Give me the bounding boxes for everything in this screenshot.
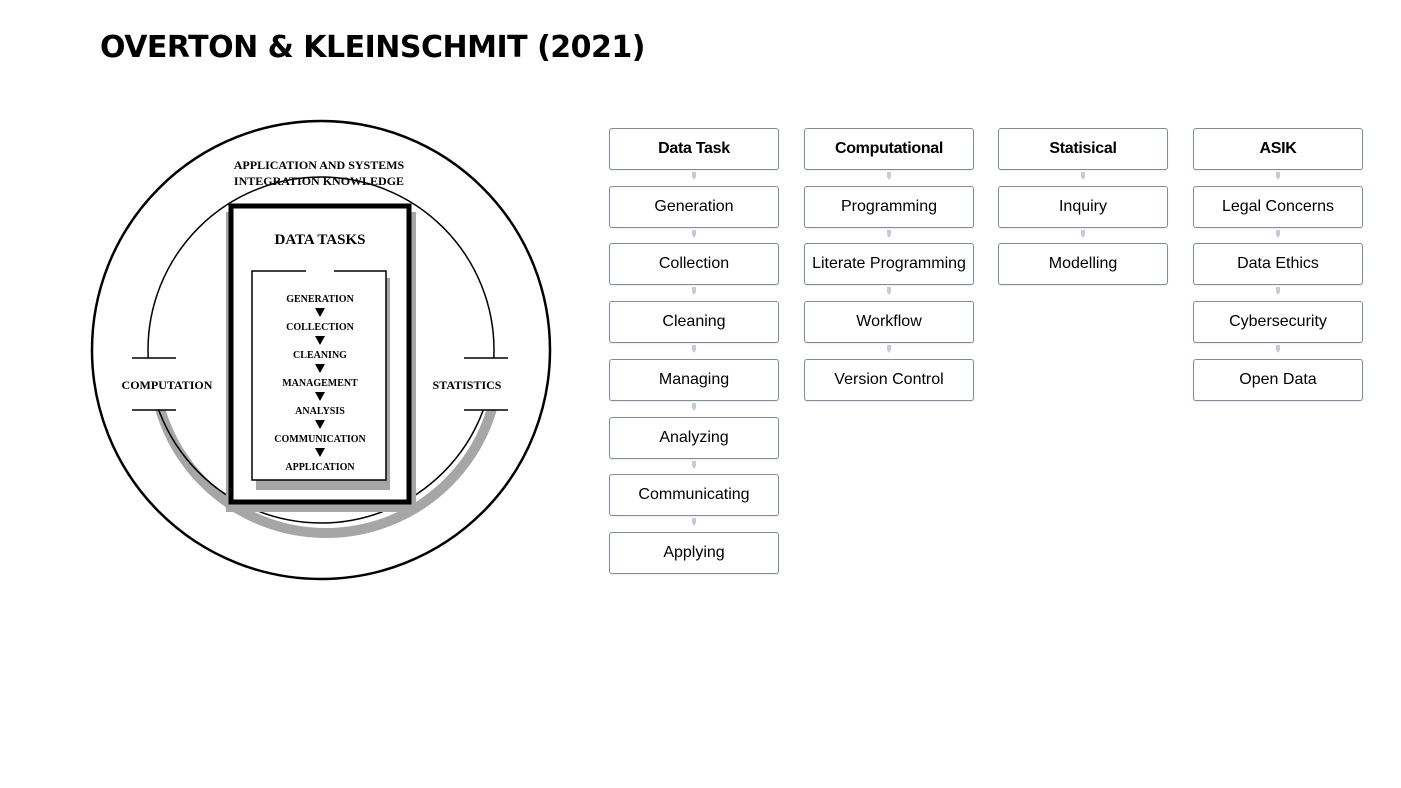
connector-arrow-icon bbox=[692, 287, 696, 295]
column-item: Applying bbox=[609, 532, 779, 574]
column-item: Collection bbox=[609, 243, 779, 285]
column-header: Data Task bbox=[609, 128, 779, 170]
column-item: Cleaning bbox=[609, 301, 779, 343]
step-arrow bbox=[315, 336, 325, 345]
column-item: Programming bbox=[804, 186, 974, 228]
computation-bar-mask bbox=[132, 358, 178, 410]
statistics-label: STATISTICS bbox=[433, 378, 502, 392]
connector-arrow-icon bbox=[887, 172, 891, 180]
step-application: APPLICATION bbox=[285, 462, 355, 473]
column-item: Literate Programming bbox=[804, 243, 974, 285]
statistics-bar-mask bbox=[464, 358, 510, 410]
connector-arrow-icon bbox=[692, 345, 696, 353]
column-item: Legal Concerns bbox=[1193, 186, 1363, 228]
step-generation: GENERATION bbox=[286, 294, 354, 305]
connector-arrow-icon bbox=[1276, 345, 1280, 353]
step-collection: COLLECTION bbox=[286, 322, 355, 333]
step-arrow bbox=[315, 420, 325, 429]
outer-label-line1: APPLICATION AND SYSTEMS bbox=[234, 158, 405, 172]
step-arrow bbox=[315, 392, 325, 401]
step-analysis: ANALYSIS bbox=[295, 406, 345, 417]
column-item: Communicating bbox=[609, 474, 779, 516]
connector-arrow-icon bbox=[887, 230, 891, 238]
connector-arrow-icon bbox=[1081, 230, 1085, 238]
column-header: Computational bbox=[804, 128, 974, 170]
step-communication: COMMUNICATION bbox=[274, 434, 366, 445]
connector-arrow-icon bbox=[1081, 172, 1085, 180]
data-tasks-title: DATA TASKS bbox=[274, 232, 365, 248]
column-header: Statisical bbox=[998, 128, 1168, 170]
connector-arrow-icon bbox=[692, 403, 696, 411]
connector-arrow-icon bbox=[887, 287, 891, 295]
step-arrow bbox=[315, 308, 325, 317]
step-arrow bbox=[315, 448, 325, 457]
steps-box bbox=[251, 270, 387, 481]
column-item: Modelling bbox=[998, 243, 1168, 285]
connector-arrow-icon bbox=[887, 345, 891, 353]
inner-ring bbox=[147, 176, 495, 524]
connector-arrow-icon bbox=[692, 230, 696, 238]
step-management: MANAGEMENT bbox=[282, 378, 358, 389]
data-science-competency-diagram: APPLICATION AND SYSTEMS INTEGRATION KNOW… bbox=[80, 108, 570, 598]
column-item: Inquiry bbox=[998, 186, 1168, 228]
step-arrow bbox=[315, 364, 325, 373]
connector-arrow-icon bbox=[692, 518, 696, 526]
connector-arrow-icon bbox=[1276, 287, 1280, 295]
slide-title: OVERTON & KLEINSCHMIT (2021) bbox=[100, 30, 645, 65]
column-item: Generation bbox=[609, 186, 779, 228]
column-item: Data Ethics bbox=[1193, 243, 1363, 285]
column-item: Version Control bbox=[804, 359, 974, 401]
column-item: Workflow bbox=[804, 301, 974, 343]
connector-arrow-icon bbox=[1276, 172, 1280, 180]
column-item: Managing bbox=[609, 359, 779, 401]
connector-arrow-icon bbox=[692, 172, 696, 180]
column-item: Cybersecurity bbox=[1193, 301, 1363, 343]
column-item: Analyzing bbox=[609, 417, 779, 459]
connector-arrow-icon bbox=[692, 461, 696, 469]
step-cleaning: CLEANING bbox=[293, 350, 347, 361]
data-task-steps: GENERATION COLLECTION CLEANING MANAGEMENT AN… bbox=[274, 294, 366, 473]
connector-arrow-icon bbox=[1276, 230, 1280, 238]
column-header: ASIK bbox=[1193, 128, 1363, 170]
column-item: Open Data bbox=[1193, 359, 1363, 401]
outer-label-line2: INTEGRATION KNOWLEDGE bbox=[234, 174, 404, 188]
computation-label: COMPUTATION bbox=[122, 378, 213, 392]
